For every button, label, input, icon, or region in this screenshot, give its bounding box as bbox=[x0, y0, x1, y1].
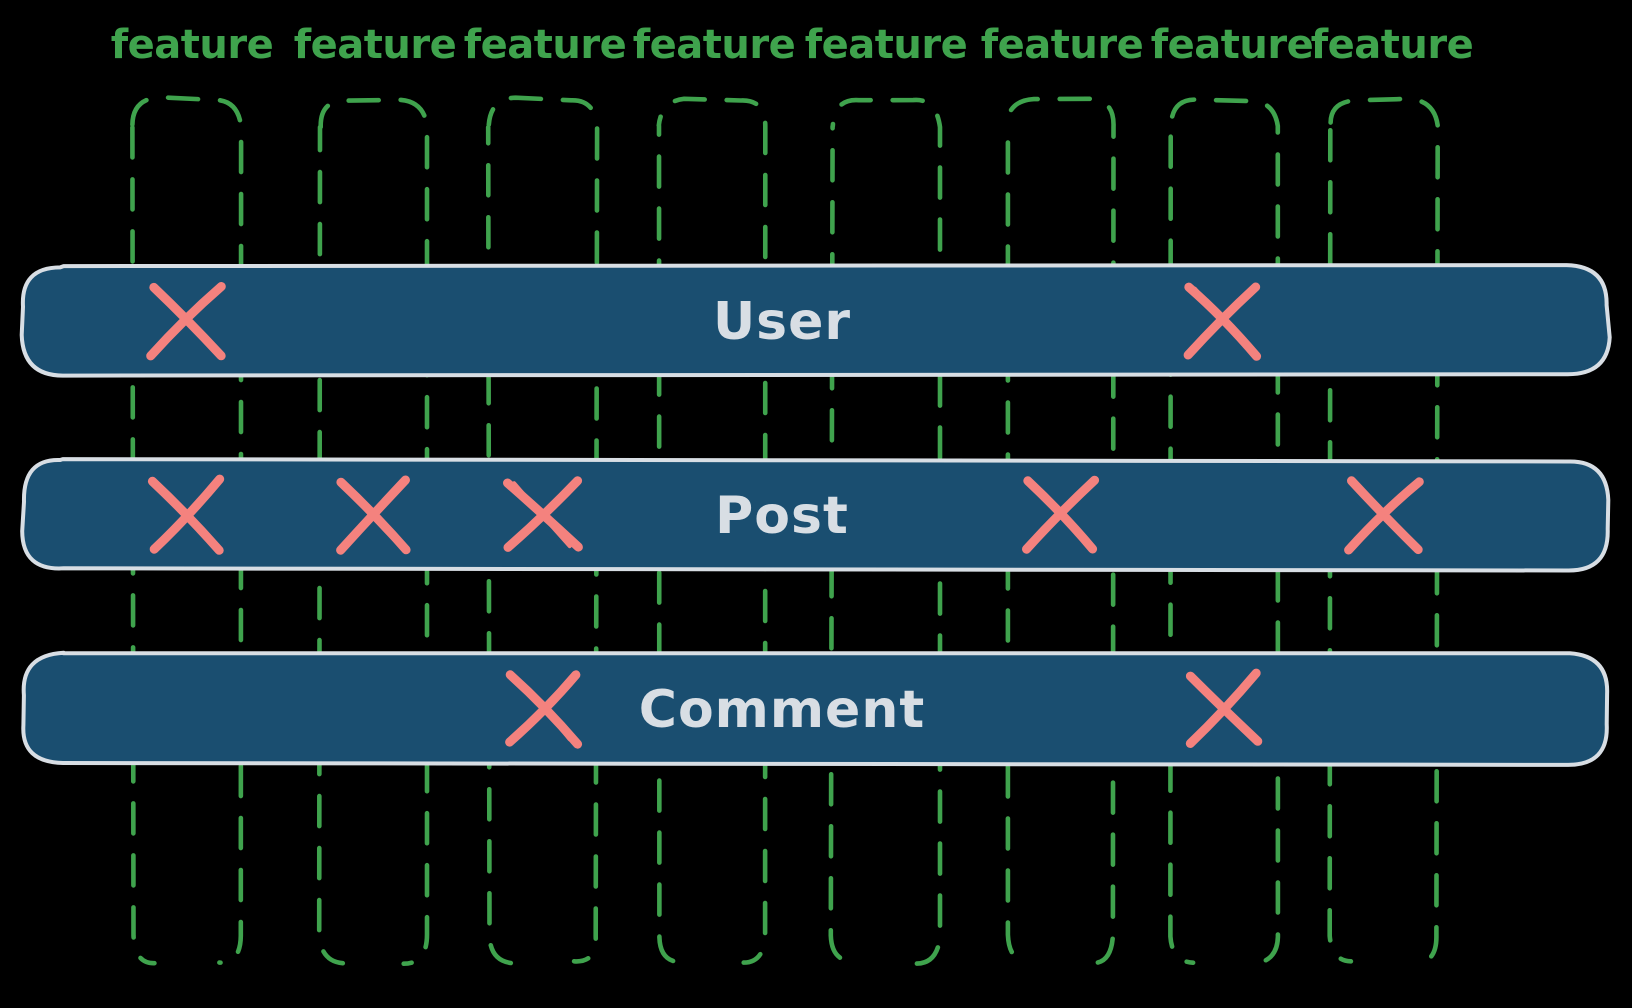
x-mark-icon bbox=[1183, 282, 1262, 361]
x-mark-stroke bbox=[154, 482, 216, 549]
entity-name-label: User bbox=[713, 292, 851, 352]
column-label-5: feature bbox=[805, 22, 967, 68]
feature-column-2[interactable] bbox=[316, 97, 430, 966]
entity-row-post[interactable]: Post bbox=[20, 457, 1611, 573]
feature-column-outline bbox=[1004, 96, 1116, 966]
x-mark-icon bbox=[336, 475, 411, 555]
column-label-4: feature bbox=[633, 22, 795, 68]
entity-name-label: Comment bbox=[639, 680, 925, 740]
column-label-7: feature bbox=[1151, 22, 1313, 68]
x-mark-stroke bbox=[512, 481, 572, 549]
x-mark-icon bbox=[1185, 668, 1263, 748]
entity-bar bbox=[20, 457, 1611, 573]
feature-column-outline bbox=[316, 97, 430, 966]
x-mark-stroke bbox=[1029, 480, 1091, 549]
x-mark-stroke bbox=[1351, 482, 1412, 546]
entity-row-comment[interactable]: Comment bbox=[21, 650, 1610, 767]
x-mark-stroke bbox=[155, 287, 218, 355]
feature-column-outline bbox=[130, 94, 244, 966]
x-mark-icon bbox=[1022, 475, 1100, 554]
column-label-6: feature bbox=[981, 22, 1143, 68]
x-mark-stroke bbox=[1191, 675, 1255, 742]
column-label-2: feature bbox=[294, 22, 456, 68]
x-mark-stroke bbox=[340, 481, 402, 548]
feature-column-outline bbox=[1327, 96, 1440, 966]
feature-column-1[interactable] bbox=[130, 94, 244, 966]
x-mark-icon bbox=[147, 474, 225, 555]
feature-column-6[interactable] bbox=[1004, 96, 1116, 966]
feature-column-3[interactable] bbox=[485, 95, 600, 966]
x-mark-stroke bbox=[510, 676, 572, 742]
feature-column-outline bbox=[1168, 97, 1281, 966]
column-label-3: feature bbox=[464, 22, 626, 68]
entity-bar bbox=[21, 650, 1610, 767]
feature-column-outline bbox=[485, 95, 600, 966]
entity-bar bbox=[19, 263, 1612, 378]
x-mark-icon bbox=[505, 670, 583, 749]
entity-row-user[interactable]: User bbox=[19, 263, 1612, 378]
x-mark-icon bbox=[146, 282, 226, 361]
x-mark-icon bbox=[1344, 476, 1424, 555]
column-label-1: feature bbox=[111, 22, 273, 68]
feature-column-outline bbox=[656, 96, 768, 965]
column-label-8: feature bbox=[1311, 22, 1473, 68]
feature-column-8[interactable] bbox=[1327, 96, 1440, 966]
feature-column-7[interactable] bbox=[1168, 97, 1281, 966]
feature-column-outline bbox=[828, 97, 943, 966]
x-mark-icon bbox=[503, 476, 583, 552]
x-mark-stroke bbox=[1192, 286, 1255, 352]
entity-name-label: Post bbox=[715, 486, 849, 546]
feature-column-5[interactable] bbox=[828, 97, 943, 966]
feature-column-4[interactable] bbox=[656, 96, 768, 965]
